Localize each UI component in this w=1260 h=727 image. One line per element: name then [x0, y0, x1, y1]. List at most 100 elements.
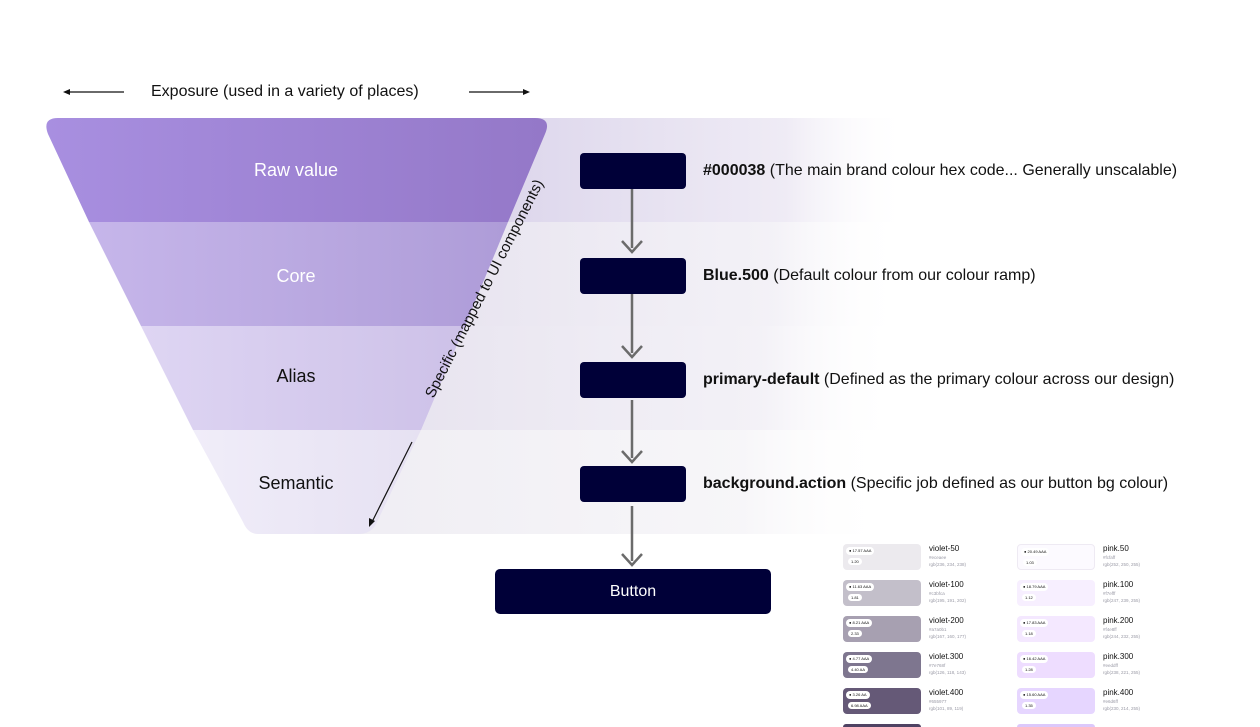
contrast-badge-alt: 1.35 [1022, 702, 1036, 709]
swatch-name: violet-100 [929, 580, 964, 589]
swatch-name: pink.300 [1103, 652, 1134, 661]
contrast-badge-alt: 4.40 AA [848, 666, 869, 673]
swatch-rgb: rgb(247, 239, 255) [1103, 598, 1141, 603]
swatch-pink-100: ● 18.79 AAA 1.12 [1017, 580, 1095, 606]
token-name-raw: #000038 [703, 162, 766, 179]
contrast-badge: ● 4.77 AAA [846, 655, 873, 663]
token-box-core [580, 258, 686, 294]
specific-arrow [369, 441, 413, 527]
swatch-row: ● 17.83 AAA 1.18 pink.200 #f4e8ff rgb(24… [1017, 616, 1177, 642]
swatch-row: ● 15.60 AAA 1.35 pink.400 #e6d6ff rgb(23… [1017, 688, 1177, 714]
swatch-name: violet.300 [929, 652, 964, 661]
token-box-raw [580, 153, 686, 189]
contrast-badge-alt: 1.18 [1022, 630, 1036, 637]
swatch-row: ● 18.79 AAA 1.12 pink.100 #f7efff rgb(24… [1017, 580, 1177, 606]
desc-core: Blue.500 (Default colour from our colour… [703, 266, 1036, 286]
swatch-violet-100: ● 11.63 AAA 1.81 [843, 580, 921, 606]
desc-raw: #000038 (The main brand colour hex code.… [703, 161, 1177, 181]
swatch-row: ● 20.49 AAA 1.03 pink.50 #fcfaff rgb(252… [1017, 544, 1177, 570]
swatch-hex: #7e768f [929, 663, 946, 668]
contrast-badge-alt: 1.20 [848, 558, 862, 565]
band-alias [390, 326, 1010, 430]
token-name-core: Blue.500 [703, 267, 769, 284]
token-name-alias: primary-default [703, 371, 820, 388]
contrast-badge-alt: 2.33 [848, 630, 862, 637]
button-example[interactable]: Button [495, 569, 771, 614]
swatch-violet-50: ● 17.57 AAA 1.20 [843, 544, 921, 570]
swatch-rgb: rgb(195, 191, 202) [929, 598, 967, 603]
layer-label-semantic: Semantic [258, 473, 334, 493]
contrast-badge: ● 16.42 AAA [1020, 655, 1049, 663]
contrast-badge-alt: 1.28 [1022, 666, 1036, 673]
swatch-violet-400: ● 3.26 AA 6.98 AAA [843, 688, 921, 714]
funnel-alias [141, 326, 465, 430]
swatch-violet-partial [843, 724, 921, 727]
swatch-row: ● 11.63 AAA 1.81 violet-100 #c3bfca rgb(… [843, 580, 1003, 606]
swatch-row: ● 16.42 AAA 1.28 pink.300 #eeddff rgb(23… [1017, 652, 1177, 678]
desc-alias: primary-default (Defined as the primary … [703, 370, 1174, 390]
exposure-label: Exposure (used in a variety of places) [151, 83, 419, 100]
contrast-badge: ● 11.63 AAA [846, 583, 875, 591]
swatch-hex: #f7efff [1103, 591, 1116, 596]
contrast-badge-alt: 1.03 [1023, 559, 1037, 566]
token-box-semantic [580, 466, 686, 502]
band-core [420, 222, 1010, 326]
swatch-hex: #eeddff [1103, 663, 1118, 668]
contrast-badge-alt: 1.81 [848, 594, 862, 601]
desc-semantic: background.action (Specific job defined … [703, 474, 1168, 494]
swatch-row: ● 17.57 AAA 1.20 violet-50 #eceaee rgb(2… [843, 544, 1003, 570]
swatch-rgb: rgb(244, 232, 255) [1103, 634, 1141, 639]
swatch-hex: #a7a0b1 [929, 627, 947, 632]
swatch-name: violet.400 [929, 688, 964, 697]
swatch-violet-200: ● 8.21 AAA 2.33 [843, 616, 921, 642]
swatch-rgb: rgb(236, 234, 238) [929, 562, 967, 567]
swatch-name: pink.50 [1103, 544, 1129, 553]
token-desc-core: (Default colour from our colour ramp) [768, 267, 1036, 284]
swatch-rgb: rgb(167, 160, 177) [929, 634, 967, 639]
flow-arrow-3 [621, 400, 643, 464]
funnel-semantic [193, 430, 421, 534]
swatch-pink-200: ● 17.83 AAA 1.18 [1017, 616, 1095, 642]
swatch-row: ● 3.26 AA 6.98 AAA violet.400 #655977 rg… [843, 688, 1003, 714]
swatch-row: ● 8.21 AAA 2.33 violet-200 #a7a0b1 rgb(1… [843, 616, 1003, 642]
token-desc-alias: (Defined as the primary colour across ou… [819, 371, 1175, 388]
exposure-right-arrow [469, 89, 530, 95]
swatch-hex: #f4e8ff [1103, 627, 1117, 632]
swatch-name: violet-200 [929, 616, 964, 625]
swatch-rgb: rgb(230, 214, 255) [1103, 706, 1141, 711]
swatch-name: pink.200 [1103, 616, 1134, 625]
flow-arrow-2 [621, 294, 643, 359]
swatch-rgb: rgb(252, 250, 255) [1103, 562, 1141, 567]
swatch-hex: #c3bfca [929, 591, 945, 596]
contrast-badge: ● 8.21 AAA [846, 619, 873, 627]
swatch-rgb: rgb(101, 89, 119) [929, 706, 964, 711]
swatch-rgb: rgb(126, 118, 143) [929, 670, 966, 675]
contrast-badge: ● 18.79 AAA [1020, 583, 1049, 591]
swatch-pink-400: ● 15.60 AAA 1.35 [1017, 688, 1095, 714]
token-name-semantic: background.action [703, 475, 847, 492]
token-desc-semantic: (Specific job defined as our button bg c… [846, 475, 1169, 492]
swatch-hex: #eceaee [929, 555, 947, 560]
swatch-name: pink.400 [1103, 688, 1134, 697]
swatch-hex: #fcfaff [1103, 555, 1116, 560]
contrast-badge: ● 15.60 AAA [1020, 691, 1049, 699]
funnel-core [89, 222, 508, 326]
swatch-rgb: rgb(238, 221, 255) [1103, 670, 1141, 675]
swatch-violet-300: ● 4.77 AAA 4.40 AA [843, 652, 921, 678]
swatch-name: pink.100 [1103, 580, 1134, 589]
exposure-left-arrow [63, 89, 124, 95]
swatch-row: ● 4.77 AAA 4.40 AA violet.300 #7e768f rg… [843, 652, 1003, 678]
swatch-hex: #e6d6ff [1103, 699, 1118, 704]
contrast-badge: ● 17.83 AAA [1020, 619, 1049, 627]
swatch-pink-partial [1017, 724, 1095, 727]
layer-label-raw: Raw value [253, 160, 339, 180]
layer-label-alias: Alias [276, 366, 316, 386]
swatch-name: violet-50 [929, 544, 960, 553]
swatch-hex: #655977 [929, 699, 947, 704]
token-desc-raw: (The main brand colour hex code... Gener… [765, 162, 1178, 179]
contrast-badge: ● 20.49 AAA [1021, 548, 1050, 556]
flow-arrow-4 [621, 506, 643, 567]
flow-arrow-1 [621, 189, 643, 254]
token-box-alias [580, 362, 686, 398]
